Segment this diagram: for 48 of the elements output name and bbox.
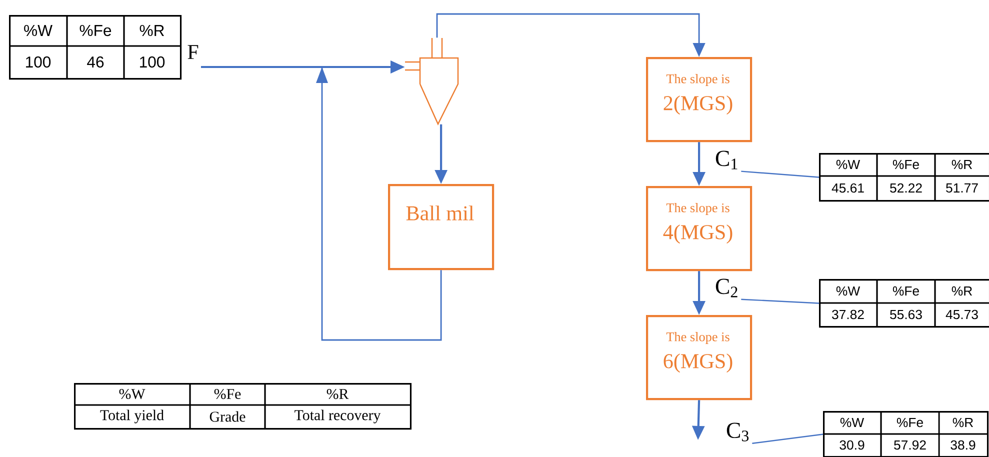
table-cell: Total recovery: [294, 410, 381, 424]
table-cell: %R: [952, 418, 973, 428]
table-cell: %Fe: [896, 418, 923, 428]
table-cell: %R: [952, 160, 972, 170]
table-cell: 57.92: [894, 440, 926, 450]
table-cell: %Fe: [892, 160, 919, 170]
process-box: The slope is 6(MGS): [646, 315, 752, 400]
table-cell: Total yield: [100, 410, 164, 424]
arrow: [316, 60, 442, 341]
table-cell: %Fe: [214, 388, 241, 400]
table-cell: %W: [24, 24, 52, 36]
table-cell: %Fe: [892, 286, 919, 296]
table-cell: 30.9: [840, 440, 864, 450]
table-cell: %W: [840, 418, 864, 428]
leader-line: [752, 434, 824, 444]
table-cell: 52.22: [890, 183, 922, 193]
stream-label: F: [188, 45, 198, 59]
data-table: [819, 153, 989, 202]
leader-line: [741, 170, 820, 178]
table-cell: 45.73: [946, 310, 978, 320]
table-cell: %R: [952, 286, 972, 296]
table-cell: 55.63: [890, 310, 922, 320]
table-cell: 37.82: [832, 310, 864, 320]
leader-line: [741, 298, 820, 304]
table-cell: 100: [26, 56, 51, 68]
data-table: [9, 15, 182, 80]
data-table: [823, 411, 989, 457]
table-cell: 46: [87, 56, 104, 68]
stream-label: C$_{2}$: [716, 278, 738, 298]
table-cell: %R: [140, 24, 164, 36]
process-box: The slope is 2(MGS): [646, 57, 752, 142]
stream-label: C$_{3}$: [726, 422, 749, 442]
table-cell: 100: [140, 56, 165, 68]
table-cell: 51.77: [946, 183, 978, 193]
hydrocyclone-drawing: [404, 37, 459, 126]
table-cell: %R: [326, 388, 349, 400]
stream-label: C$_{1}$: [716, 150, 738, 170]
process-box: Ball mil: [388, 184, 494, 270]
table-cell: 38.9: [950, 440, 976, 450]
table-cell: %W: [119, 388, 146, 400]
table-cell: 45.61: [832, 183, 864, 193]
table-cell: %W: [836, 286, 860, 296]
data-table: [74, 383, 412, 430]
table-cell: %Fe: [80, 24, 112, 36]
process-box: The slope is 4(MGS): [646, 186, 752, 272]
table-cell: Grade: [210, 411, 246, 422]
table-cell: %W: [836, 160, 860, 170]
data-table: [819, 279, 989, 328]
